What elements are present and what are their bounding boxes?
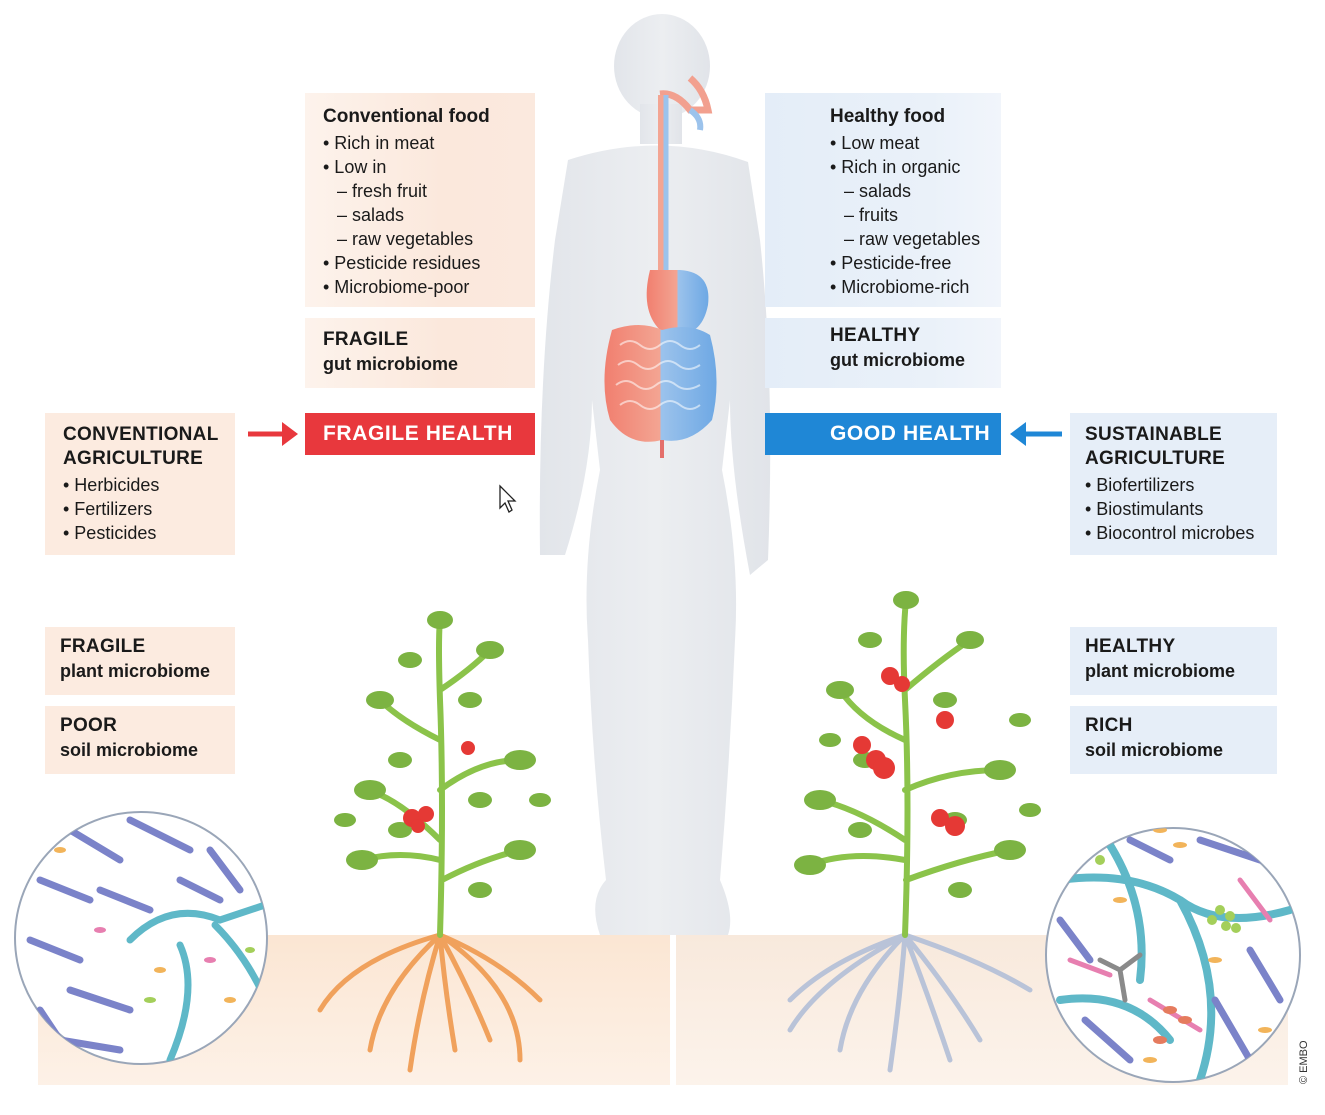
list-item: • Rich in organic — [830, 157, 961, 177]
list-item: – fruits — [844, 205, 899, 225]
list-item: • Microbiome-poor — [323, 277, 470, 297]
poor-soil-microbiome-circle — [14, 811, 268, 1065]
fragile-health-bar: FRAGILE HEALTH — [305, 413, 535, 455]
list-item: • Biofertilizers — [1085, 475, 1195, 495]
poor-soil-title: POOR — [60, 715, 118, 736]
conventional-agriculture-title-1: CONVENTIONAL — [63, 424, 219, 445]
conventional-agriculture-list: • Herbicides • Fertilizers • Pesticides — [63, 473, 235, 545]
fragile-gut-microbiome-box: FRAGILE gut microbiome — [305, 318, 535, 388]
arrow-left-icon — [1010, 422, 1062, 446]
poor-soil-subtitle: soil microbiome — [60, 740, 199, 760]
list-item: • Microbiome-rich — [830, 277, 970, 297]
arrow-right-icon — [248, 422, 298, 446]
sustainable-agriculture-list: • Biofertilizers • Biostimulants • Bioco… — [1085, 473, 1277, 545]
fragile-gut-subtitle: gut microbiome — [323, 354, 459, 374]
healthy-food-panel: Healthy food • Low meat • Rich in organi… — [765, 93, 1001, 307]
conventional-agriculture-title-2: AGRICULTURE — [63, 448, 204, 469]
list-item: – fresh fruit — [337, 181, 428, 201]
healthy-plant-title: HEALTHY — [1085, 636, 1176, 657]
sustainable-agriculture-title-1: SUSTAINABLE — [1085, 424, 1223, 445]
conventional-food-panel: Conventional food • Rich in meat • Low i… — [305, 93, 535, 307]
human-body-silhouette — [539, 14, 771, 935]
healthy-plant-subtitle: plant microbiome — [1085, 661, 1236, 681]
list-item: • Low in — [323, 157, 387, 177]
mouse-cursor-icon — [499, 484, 517, 513]
rich-soil-subtitle: soil microbiome — [1085, 740, 1224, 760]
list-item: • Pesticide residues — [323, 253, 481, 273]
credit-label: © EMBO — [1298, 1040, 1310, 1084]
list-item: • Biocontrol microbes — [1085, 523, 1255, 543]
poor-soil-microbiome-box: POOR soil microbiome — [45, 706, 235, 774]
list-item: • Herbicides — [63, 475, 160, 495]
sustainable-agriculture-title-2: AGRICULTURE — [1085, 448, 1226, 469]
list-item: • Fertilizers — [63, 499, 153, 519]
tomato-plant-left — [317, 611, 551, 1073]
list-item: • Pesticide-free — [830, 253, 952, 273]
list-item: – raw vegetables — [337, 229, 474, 249]
fragile-gut-title: FRAGILE — [323, 329, 409, 350]
healthy-gut-title: HEALTHY — [830, 325, 921, 346]
list-item: • Biostimulants — [1085, 499, 1204, 519]
rich-soil-microbiome-box: RICH soil microbiome — [1070, 706, 1277, 774]
digestive-tract — [604, 75, 717, 458]
fragile-plant-title: FRAGILE — [60, 636, 146, 657]
good-health-bar: GOOD HEALTH — [765, 413, 1001, 455]
sustainable-agriculture-box: SUSTAINABLE AGRICULTURE • Biofertilizers… — [1070, 413, 1277, 555]
rich-soil-title: RICH — [1085, 715, 1133, 736]
list-item: – raw vegetables — [844, 229, 981, 249]
conventional-agriculture-box: CONVENTIONAL AGRICULTURE • Herbicides • … — [45, 413, 235, 555]
list-item: – salads — [844, 181, 912, 201]
healthy-food-list: • Low meat • Rich in organic – salads – … — [830, 131, 1001, 299]
conventional-food-list: • Rich in meat • Low in – fresh fruit – … — [323, 131, 535, 299]
healthy-gut-microbiome-box: HEALTHY gut microbiome — [765, 318, 1001, 388]
list-item: • Rich in meat — [323, 133, 435, 153]
fragile-plant-subtitle: plant microbiome — [60, 661, 211, 681]
list-item: – salads — [337, 205, 405, 225]
healthy-plant-microbiome-box: HEALTHY plant microbiome — [1070, 627, 1277, 695]
healthy-gut-subtitle: gut microbiome — [830, 350, 966, 370]
fragile-plant-microbiome-box: FRAGILE plant microbiome — [45, 627, 235, 695]
conventional-food-title: Conventional food — [323, 106, 490, 127]
list-item: • Low meat — [830, 133, 920, 153]
tomato-plant-right — [787, 591, 1041, 1073]
healthy-food-title: Healthy food — [830, 106, 946, 127]
rich-soil-microbiome-circle — [1045, 827, 1301, 1083]
list-item: • Pesticides — [63, 523, 157, 543]
